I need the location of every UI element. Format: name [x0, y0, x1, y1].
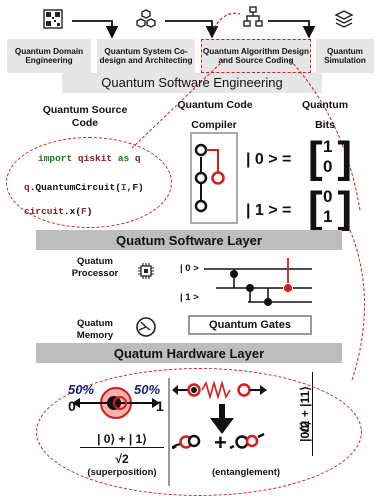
ket0-label: | 0 > = [246, 151, 292, 168]
prob-right: 50% [134, 382, 161, 397]
one-label: 1 [156, 398, 164, 414]
stage-domain-engineering: Quantum Domain Engineering [7, 39, 91, 73]
entanglement-diagram: + [172, 380, 267, 455]
ket0-top: 1 [323, 137, 333, 156]
superposition-caption: (superposition) [87, 467, 157, 478]
compiler-title-2: Compiler [191, 119, 237, 131]
bits-title-2: Bits [315, 119, 335, 131]
source-code-title: Quantum Source Code [42, 104, 128, 130]
code-ellipse [6, 137, 172, 228]
bracket-right: ] [337, 133, 352, 182]
circuit-wire0-label: | 0 > [180, 263, 199, 274]
cube-cluster-icon [136, 9, 156, 28]
chip-icon [138, 263, 154, 279]
svg-text:+: + [214, 430, 227, 455]
software-layer-bar: Quatum Software Layer [36, 230, 342, 250]
clock-icon [136, 317, 156, 337]
entanglement-numerator: |00⟩ + |11⟩ [298, 372, 313, 456]
superposition-bloch [72, 387, 160, 419]
bits-title-1: Quantum [301, 99, 349, 111]
hardware-layer-bar: Quatum Hardware Layer [36, 343, 342, 363]
quantum-circuit [204, 258, 312, 306]
hardware-divider [168, 378, 170, 486]
bracket-left: [ [308, 183, 323, 232]
hardware-ellipse [36, 368, 362, 496]
entanglement-formula: |00⟩ + |11⟩ √2 [296, 372, 352, 466]
stage-system-codesign: Quantum System Co-design and Architectin… [97, 39, 195, 73]
bracket-right: ] [337, 183, 352, 232]
code-line-1: import qiskit as q [38, 153, 141, 164]
superposition-denominator: √2 [115, 452, 129, 466]
prob-left: 50% [68, 382, 95, 397]
qse-banner: Quantum Software Engineering [62, 73, 322, 93]
processor-label: Quatum Processor [71, 256, 119, 279]
entanglement-caption: (entanglement) [211, 467, 281, 478]
circuit-wire1-label: | 1 > [180, 292, 199, 303]
code-line-3: circuit.x(F) [24, 206, 93, 217]
zero-label: 0 [68, 398, 76, 414]
ket0-bottom: 0 [323, 157, 333, 176]
ket0-vector: [ ] 1 0 [308, 134, 352, 186]
layers-icon [334, 10, 354, 28]
qr-code-icon [43, 9, 63, 29]
flowchart-icon [243, 6, 263, 27]
ket1-vector: [ ] 0 1 [308, 184, 352, 236]
compiler-qubit-diagram [194, 143, 225, 213]
ket1-top: 0 [323, 187, 333, 206]
ket1-label: | 1 > = [246, 202, 292, 219]
memory-label: Quatum Memory [76, 318, 114, 341]
bracket-left: [ [308, 133, 323, 182]
superposition-numerator: | 0⟩ + | 1⟩ [80, 432, 164, 448]
quantum-gates-box: Quantum Gates [188, 315, 312, 335]
entanglement-denominator: √2 [298, 420, 312, 434]
compiler-title-1: Quantum Code [177, 99, 253, 111]
zoom-lines [131, 60, 365, 381]
code-line-2: q.QuantumCircuit(I,F) [24, 182, 144, 193]
stage-algorithm-design: Quantum Algorithm Design and Source Codi… [201, 39, 311, 73]
stage-simulation: Quantum Simulation [316, 39, 374, 73]
stage-connectors [72, 12, 316, 39]
ket1-bottom: 1 [323, 207, 333, 226]
